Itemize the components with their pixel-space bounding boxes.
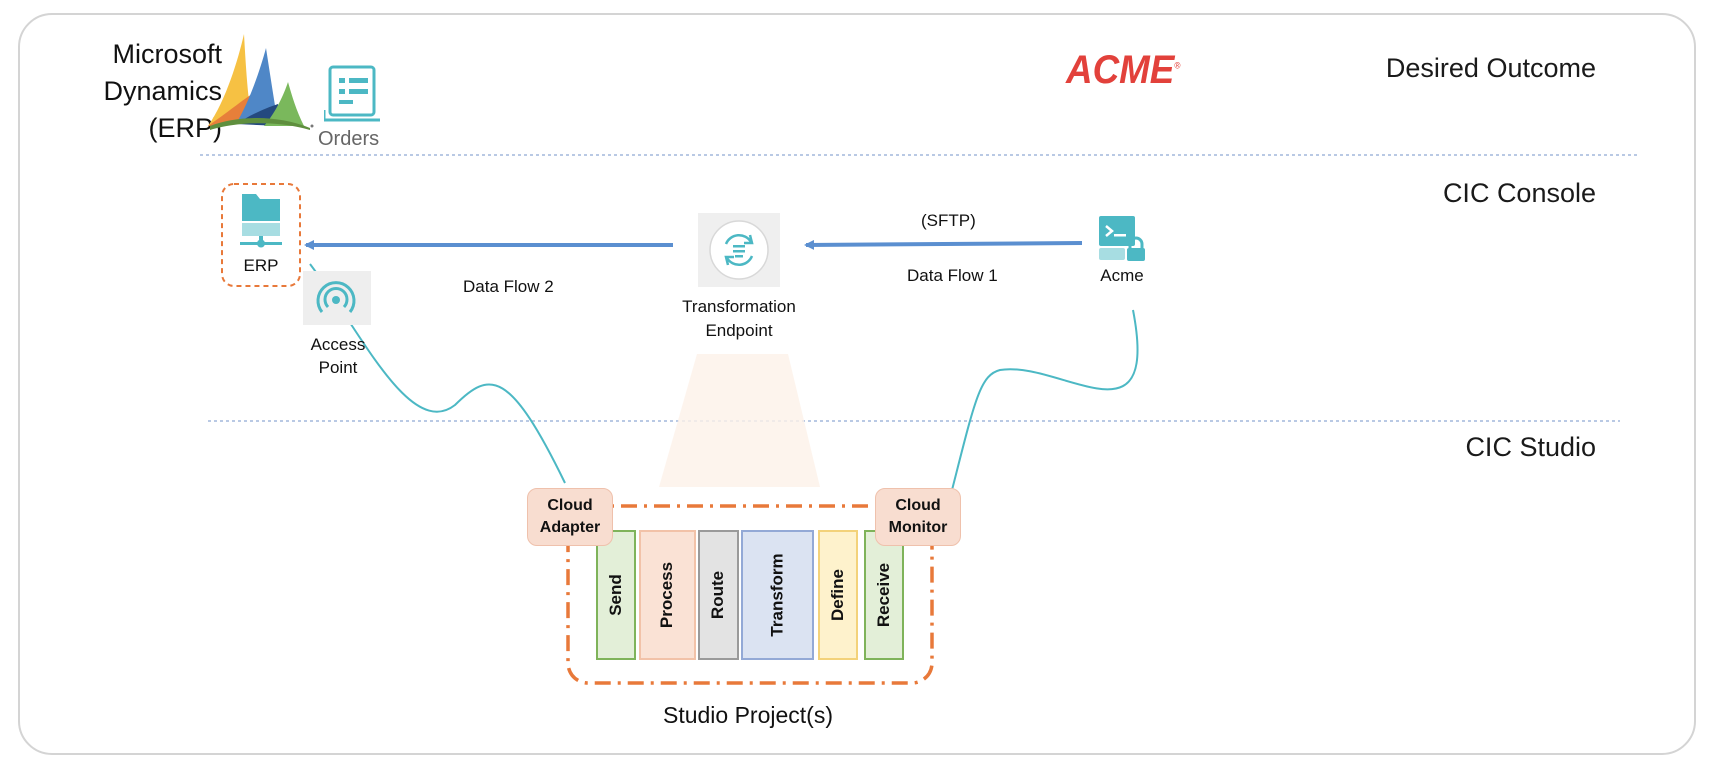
connector-right	[951, 309, 1139, 491]
data-flow-1-label: Data Flow 1	[907, 266, 998, 285]
data-flow-2-label: Data Flow 2	[463, 277, 554, 296]
erp-dashed-container	[221, 183, 301, 287]
transformation-line2: Endpoint	[705, 321, 773, 340]
orders-label: Orders	[318, 128, 380, 150]
connector-left	[309, 263, 566, 484]
acme-registered-mark: ®	[1174, 60, 1181, 71]
orders-document-icon	[324, 65, 380, 122]
acme-node-label: Acme	[1100, 266, 1144, 285]
sftp-terminal-lock-icon	[1099, 216, 1145, 261]
step-receive: Receive	[864, 530, 904, 660]
sftp-label: (SFTP)	[921, 211, 976, 230]
cloud-adapter-line1: Cloud	[547, 497, 593, 514]
cloud-monitor-line2: Monitor	[888, 519, 948, 536]
erp-system-title: Microsoft Dynamics (ERP)	[92, 36, 222, 147]
step-process: Process	[639, 530, 696, 660]
step-process-label: Process	[657, 561, 677, 629]
transformation-projection	[659, 354, 820, 487]
step-receive-label: Receive	[874, 562, 893, 628]
section-cic-studio: CIC Studio	[1465, 432, 1596, 462]
erp-folder-server-icon	[240, 194, 282, 248]
access-point-signal-icon	[316, 281, 356, 313]
diagram-frame	[18, 13, 1696, 755]
section-cic-console: CIC Console	[1442, 178, 1596, 208]
access-point-line1: Access	[310, 335, 366, 354]
cloud-monitor-line1: Cloud	[895, 497, 941, 514]
transformation-line1: Transformation	[682, 297, 796, 316]
cloud-adapter-badge: Cloud Adapter	[527, 488, 613, 546]
step-send: Send	[596, 530, 636, 660]
erp-label: ERP	[243, 256, 279, 275]
studio-project-label: Studio Project(s)	[662, 702, 833, 728]
step-define: Define	[818, 530, 858, 660]
step-route: Route	[698, 530, 739, 660]
step-route-label: Route	[708, 570, 728, 620]
acme-logo: ACME®	[1066, 48, 1180, 93]
transformation-endpoint-label: Transformation Endpoint	[658, 295, 820, 343]
transformation-sync-icon	[709, 220, 769, 280]
step-transform: Transform	[741, 530, 814, 660]
microsoft-dynamics-logo-icon	[208, 34, 314, 130]
erp-title-line3: (ERP)	[148, 113, 223, 143]
access-point-label: Access Point	[298, 333, 378, 379]
cloud-monitor-badge: Cloud Monitor	[875, 488, 961, 546]
step-define-label: Define	[828, 569, 847, 621]
access-point-line2: Point	[318, 358, 358, 377]
section-desired-outcome: Desired Outcome	[1385, 53, 1596, 83]
arrow-data-flow-1	[804, 239, 1083, 250]
step-transform-label: Transform	[767, 553, 787, 637]
studio-project-container	[566, 504, 934, 685]
cloud-adapter-line2: Adapter	[539, 519, 601, 536]
erp-title-line1: Microsoft	[112, 39, 222, 69]
acme-logo-text: ACME	[1066, 48, 1175, 92]
step-send-label: Send	[606, 574, 625, 616]
erp-title-line2: Dynamics	[103, 76, 222, 106]
